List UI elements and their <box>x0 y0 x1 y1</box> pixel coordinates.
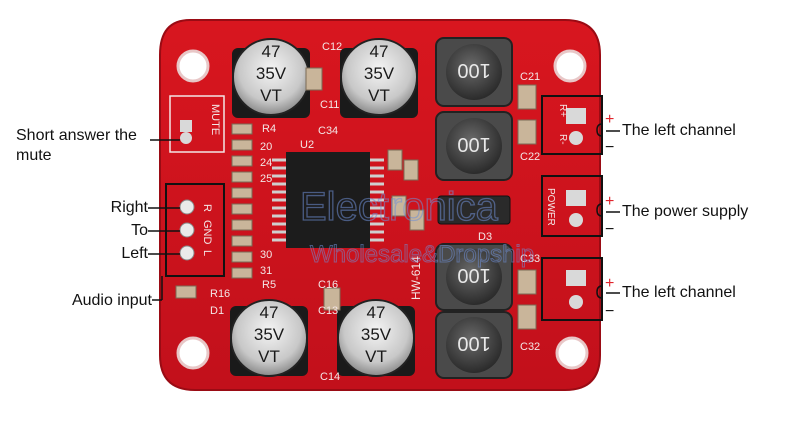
svg-text:47: 47 <box>367 303 386 322</box>
svg-text:VT: VT <box>258 347 280 366</box>
svg-text:R-: R- <box>557 134 568 145</box>
silkscreen-designators: C12 C11 C21 C22 C34 R4 U2 D3 R16 D1 R5 C… <box>210 41 540 383</box>
inductor-2: 100 <box>435 111 513 181</box>
svg-text:L: L <box>201 250 213 256</box>
svg-text:C32: C32 <box>520 341 540 353</box>
capacitor-top-right: 47 35V VT <box>340 38 418 118</box>
power-terminal: POWER <box>541 175 603 237</box>
svg-text:C12: C12 <box>322 41 342 53</box>
svg-text:35V: 35V <box>254 325 285 344</box>
svg-text:30: 30 <box>260 249 272 261</box>
cap-voltage: 35V <box>256 64 287 83</box>
mounting-holes <box>176 49 589 370</box>
svg-text:Electronica: Electronica <box>300 185 499 229</box>
svg-text:35V: 35V <box>364 64 395 83</box>
svg-text:C14: C14 <box>320 371 340 383</box>
svg-text:U2: U2 <box>300 139 314 151</box>
model-label: HW-614 <box>409 256 423 300</box>
svg-text:R4: R4 <box>262 123 276 135</box>
inductor-4: 100 <box>435 311 513 379</box>
svg-text:−: − <box>605 139 614 156</box>
polarity-markers: + − + − + − <box>605 111 614 320</box>
callout-audio-input: Audio input <box>71 292 152 309</box>
capacitor-top-left: 47 35V VT <box>232 38 310 118</box>
svg-text:POWER: POWER <box>545 188 556 226</box>
svg-text:C21: C21 <box>520 71 540 83</box>
svg-text:47: 47 <box>260 303 279 322</box>
svg-text:MUTE: MUTE <box>209 104 221 135</box>
svg-text:+: + <box>605 111 614 128</box>
capacitor-bottom-left: 47 35V VT <box>230 299 308 377</box>
svg-text:C11: C11 <box>320 99 339 111</box>
svg-text:R5: R5 <box>262 279 276 291</box>
svg-text:D3: D3 <box>478 231 492 243</box>
svg-text:100: 100 <box>457 264 490 286</box>
inductor-3: 100 <box>435 243 513 311</box>
callout-mute-line2: mute <box>16 147 52 164</box>
smd-resistors <box>175 123 425 299</box>
amplifier-ic <box>272 152 384 248</box>
cap-series: VT <box>260 86 282 105</box>
svg-text:Wholesale&Dropship: Wholesale&Dropship <box>310 241 534 268</box>
svg-text:31: 31 <box>260 265 272 277</box>
callout-to: To <box>131 222 148 239</box>
callout-left-channel-bottom: The left channel <box>622 284 736 301</box>
svg-text:C16: C16 <box>318 279 338 291</box>
svg-text:20: 20 <box>260 141 272 153</box>
diode-d3 <box>437 195 511 225</box>
svg-text:VT: VT <box>368 86 390 105</box>
svg-text:VT: VT <box>365 347 387 366</box>
svg-text:−: − <box>605 303 614 320</box>
svg-text:35V: 35V <box>361 325 392 344</box>
svg-text:R16: R16 <box>210 288 230 300</box>
callout-mute-line1: Short answer the <box>16 127 137 144</box>
smd-capacitors <box>305 67 537 330</box>
callout-right: Right <box>110 199 148 216</box>
output-terminal-top: R+ R- <box>541 95 603 155</box>
svg-text:−: − <box>605 221 614 238</box>
svg-text:100: 100 <box>457 133 490 155</box>
cap-value: 47 <box>262 42 281 61</box>
svg-text:C22: C22 <box>520 151 540 163</box>
svg-text:47: 47 <box>370 42 389 61</box>
svg-text:C34: C34 <box>318 125 338 137</box>
svg-text:24: 24 <box>260 157 272 169</box>
terminal-c-marks <box>596 123 603 299</box>
watermark: Electronica Wholesale&Dropship <box>299 184 534 268</box>
capacitor-bottom-right: 47 35V VT <box>337 299 415 377</box>
svg-text:D1: D1 <box>210 305 224 317</box>
output-terminal-bottom <box>541 257 603 321</box>
svg-text:100: 100 <box>457 332 490 354</box>
svg-text:25: 25 <box>260 173 272 185</box>
svg-text:100: 100 <box>457 59 490 81</box>
callout-lines <box>148 130 620 301</box>
mute-header: MUTE <box>169 95 225 153</box>
callout-left-channel-top: The left channel <box>622 122 736 139</box>
svg-text:R+: R+ <box>557 104 568 117</box>
input-header: R GND L <box>165 183 225 277</box>
svg-text:C33: C33 <box>520 253 540 265</box>
inductor-1: 100 <box>435 37 513 107</box>
callout-power-supply: The power supply <box>622 203 749 220</box>
svg-text:+: + <box>605 275 614 292</box>
callout-left: Left <box>121 245 148 262</box>
svg-text:C13: C13 <box>318 305 338 317</box>
svg-text:GND: GND <box>201 220 213 245</box>
svg-text:R: R <box>201 204 213 212</box>
callout-mute: Short answer the mute <box>16 126 137 166</box>
svg-text:+: + <box>605 193 614 210</box>
